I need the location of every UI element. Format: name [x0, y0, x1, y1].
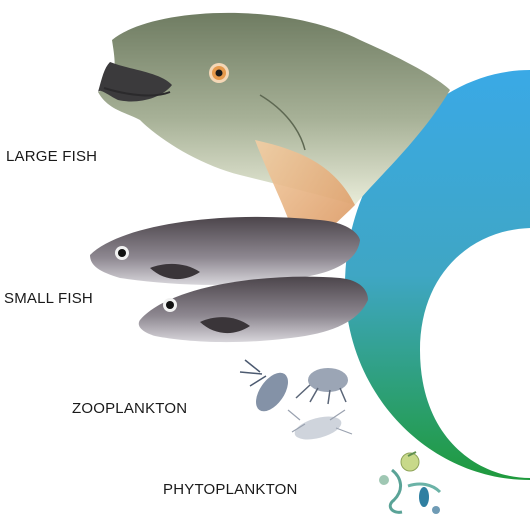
- level-label-phytoplankton: PHYTOPLANKTON: [163, 481, 298, 498]
- level-label-zooplankton: ZOOPLANKTON: [72, 400, 187, 417]
- level-label-large-fish: LARGE FISH: [6, 148, 97, 165]
- zooplankton-icon: [240, 360, 352, 444]
- phytoplankton-icon: [379, 452, 440, 514]
- level-label-small-fish: SMALL FISH: [4, 290, 93, 307]
- small-fish-icon: [90, 217, 368, 342]
